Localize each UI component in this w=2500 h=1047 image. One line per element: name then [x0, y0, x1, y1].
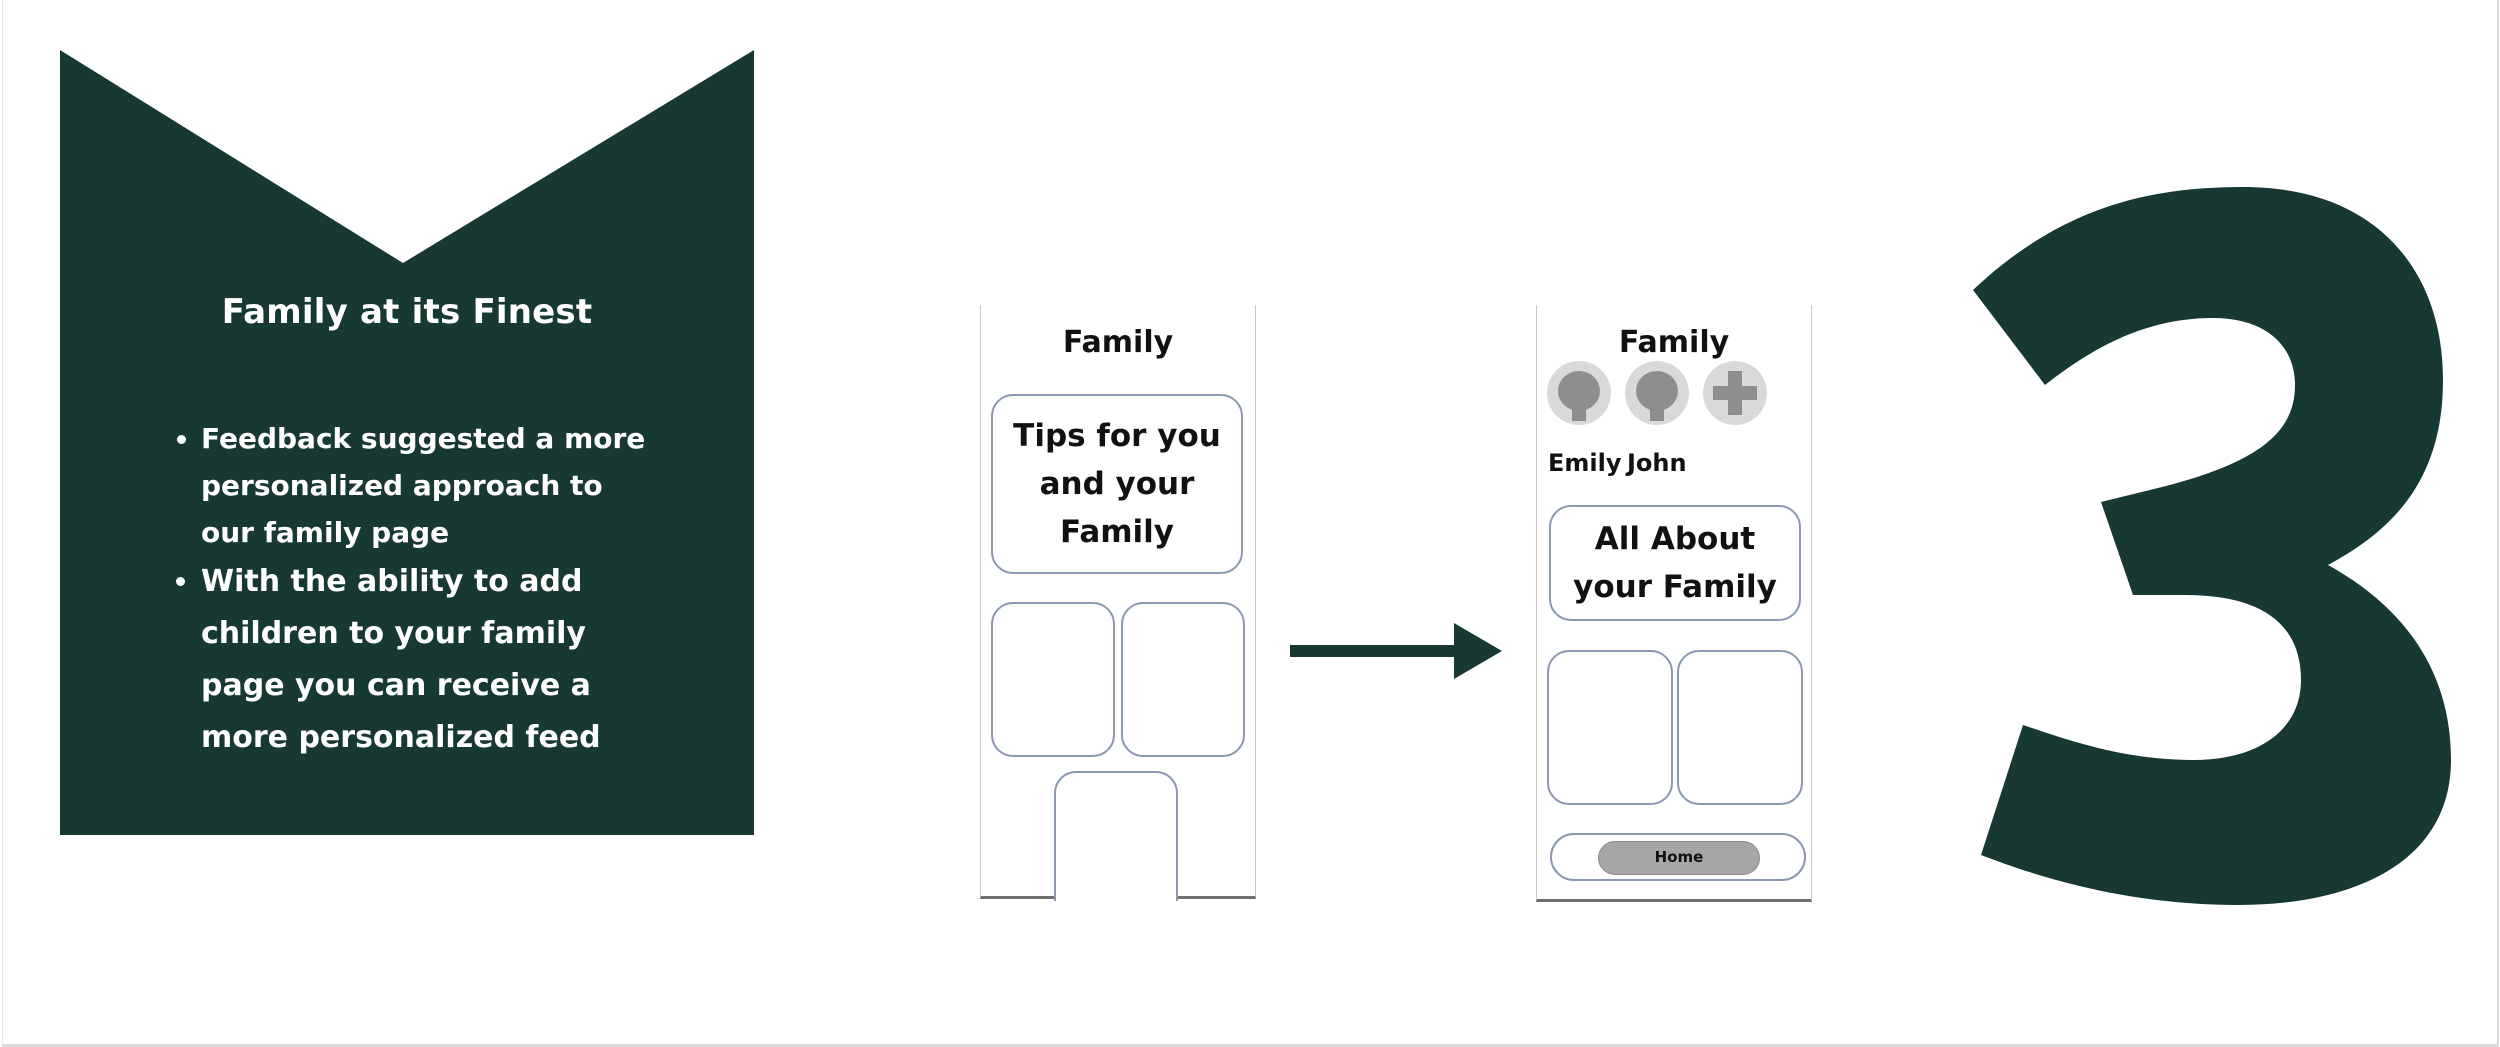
add-child-button[interactable]: [1703, 361, 1767, 425]
content-tile[interactable]: [991, 602, 1115, 757]
tips-card-label: Tips for you and your Family: [1013, 418, 1221, 550]
content-tile[interactable]: [1547, 650, 1673, 805]
content-tile[interactable]: [1121, 602, 1245, 757]
person-icon: [1558, 371, 1600, 411]
profile-name: John: [1627, 449, 1687, 477]
profile-avatar-emily[interactable]: [1547, 361, 1611, 425]
phone-mockup-after: Family Emily John All About your Family …: [1536, 305, 1812, 902]
panel-bullet: Feedback suggested a more personalized a…: [201, 415, 661, 556]
content-tile[interactable]: [1677, 650, 1803, 805]
screen-title: Family: [1062, 325, 1174, 360]
phone-mockup-before: Family Tips for you and your Family: [980, 305, 1256, 901]
profile-avatar-john[interactable]: [1625, 361, 1689, 425]
content-tile[interactable]: [1054, 771, 1178, 901]
profile-name: Emily: [1548, 449, 1622, 477]
about-card-label: All About your Family: [1573, 521, 1777, 605]
home-button[interactable]: Home: [1598, 841, 1760, 875]
screen-title: Family: [1618, 325, 1730, 360]
slide-number-three: [1973, 187, 2451, 905]
panel-bullet-list: Feedback suggested a more personalized a…: [163, 415, 661, 764]
panel-bullet: With the ability to add children to your…: [201, 556, 661, 764]
tips-card[interactable]: Tips for you and your Family: [991, 394, 1243, 574]
bottom-nav-bar: Home: [1550, 833, 1806, 881]
about-family-card[interactable]: All About your Family: [1549, 505, 1801, 621]
arrow-right-icon: [1290, 623, 1502, 679]
person-icon: [1636, 371, 1678, 411]
info-panel-background: [60, 50, 754, 835]
panel-title: Family at its Finest: [221, 292, 593, 332]
